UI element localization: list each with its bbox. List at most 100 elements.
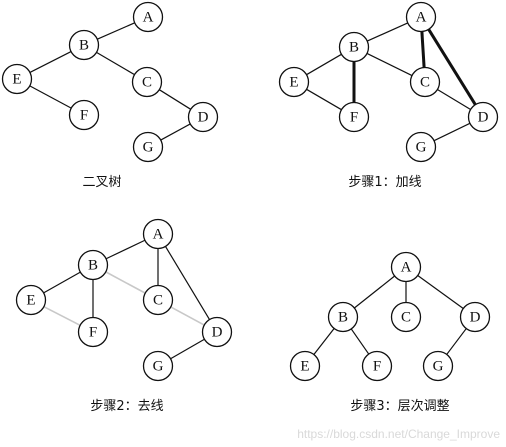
- edge-b-c: [366, 52, 413, 77]
- node-c: C: [390, 301, 422, 333]
- edge-a-d: [427, 28, 477, 106]
- edge-d-g: [433, 122, 471, 142]
- node-a: A: [132, 1, 164, 33]
- node-e: E: [15, 284, 47, 316]
- node-e: E: [1, 63, 33, 95]
- node-label: F: [89, 325, 97, 341]
- node-g: G: [142, 350, 174, 382]
- node-c: C: [131, 66, 163, 98]
- node-circle: [68, 29, 100, 61]
- node-d: D: [467, 101, 499, 133]
- node-label: C: [401, 310, 411, 326]
- node-circle: [289, 350, 321, 382]
- node-label: E: [26, 293, 35, 309]
- node-label: D: [212, 325, 223, 341]
- node-circle: [327, 301, 359, 333]
- node-g: G: [132, 131, 164, 163]
- node-f: F: [338, 101, 370, 133]
- node-circle: [142, 284, 174, 316]
- edge-b-e: [43, 271, 81, 294]
- node-label: E: [300, 359, 309, 375]
- node-label: A: [153, 227, 164, 243]
- node-circle: [409, 66, 441, 98]
- node-circle: [187, 101, 219, 133]
- edge-a-d: [417, 275, 464, 309]
- node-circle: [77, 316, 109, 348]
- node-label: A: [143, 10, 154, 26]
- node-label: F: [350, 110, 358, 126]
- node-circle: [132, 131, 164, 163]
- node-d: D: [201, 316, 233, 348]
- edge-c-d: [437, 88, 471, 111]
- watermark-text: https://blog.csdn.net/Change_Improve: [297, 427, 500, 441]
- node-f: F: [68, 99, 100, 131]
- node-circle: [338, 31, 370, 63]
- node-d: D: [459, 301, 491, 333]
- node-label: B: [349, 40, 359, 56]
- node-label: E: [12, 72, 21, 88]
- node-circle: [459, 301, 491, 333]
- node-b: B: [77, 249, 109, 281]
- node-label: A: [416, 10, 427, 26]
- node-circle: [201, 316, 233, 348]
- node-label: E: [289, 75, 298, 91]
- node-label: D: [198, 110, 209, 126]
- node-label: D: [470, 310, 481, 326]
- node-b: B: [327, 301, 359, 333]
- edge-a-b: [105, 239, 146, 260]
- node-label: G: [416, 140, 427, 156]
- edge-d-g: [446, 328, 467, 355]
- edge-c-d: [170, 306, 205, 326]
- node-circle: [405, 131, 437, 163]
- node-label: C: [142, 75, 152, 91]
- edge-b-c: [96, 51, 135, 76]
- edge-b-c: [105, 271, 146, 294]
- node-label: C: [153, 293, 163, 309]
- node-label: B: [338, 310, 348, 326]
- node-c: C: [409, 66, 441, 98]
- node-f: F: [77, 316, 109, 348]
- panel-binary-tree: A B C D E F G 二叉树: [1, 1, 219, 190]
- node-circle: [390, 251, 422, 283]
- node-circle: [142, 350, 174, 382]
- node-label: G: [143, 140, 154, 156]
- node-circle: [68, 99, 100, 131]
- node-circle: [142, 218, 174, 250]
- edge-d-g: [160, 123, 191, 141]
- edge-a-d: [164, 246, 211, 320]
- node-circle: [15, 284, 47, 316]
- node-e: E: [289, 350, 321, 382]
- edge-d-g: [170, 338, 205, 360]
- edge-a-c: [420, 31, 426, 68]
- node-circle: [361, 350, 393, 382]
- panel-caption: 步骤3：层次调整: [350, 398, 449, 414]
- node-f: F: [361, 350, 393, 382]
- node-label: C: [420, 75, 430, 91]
- panel-caption: 步骤2：去线: [90, 399, 163, 414]
- node-circle: [390, 301, 422, 333]
- node-label: B: [79, 38, 89, 54]
- edge-c-d: [158, 89, 192, 110]
- panel-caption: 二叉树: [82, 175, 121, 190]
- node-circle: [278, 66, 310, 98]
- node-circle: [1, 63, 33, 95]
- node-circle: [467, 101, 499, 133]
- panel-step2-remove-lines: A B C D E F G 步骤2：去线: [15, 218, 233, 414]
- edge-e-f: [29, 85, 72, 109]
- node-a: A: [405, 1, 437, 33]
- node-a: A: [390, 251, 422, 283]
- node-label: A: [401, 260, 412, 276]
- node-label: F: [373, 359, 381, 375]
- node-circle: [405, 1, 437, 33]
- node-e: E: [278, 66, 310, 98]
- node-d: D: [187, 101, 219, 133]
- node-a: A: [142, 218, 174, 250]
- edge-a-b: [353, 275, 396, 309]
- node-g: G: [422, 350, 454, 382]
- node-label: G: [153, 359, 164, 375]
- node-circle: [422, 350, 454, 382]
- node-label: B: [88, 258, 98, 274]
- edge-e-f: [306, 88, 342, 111]
